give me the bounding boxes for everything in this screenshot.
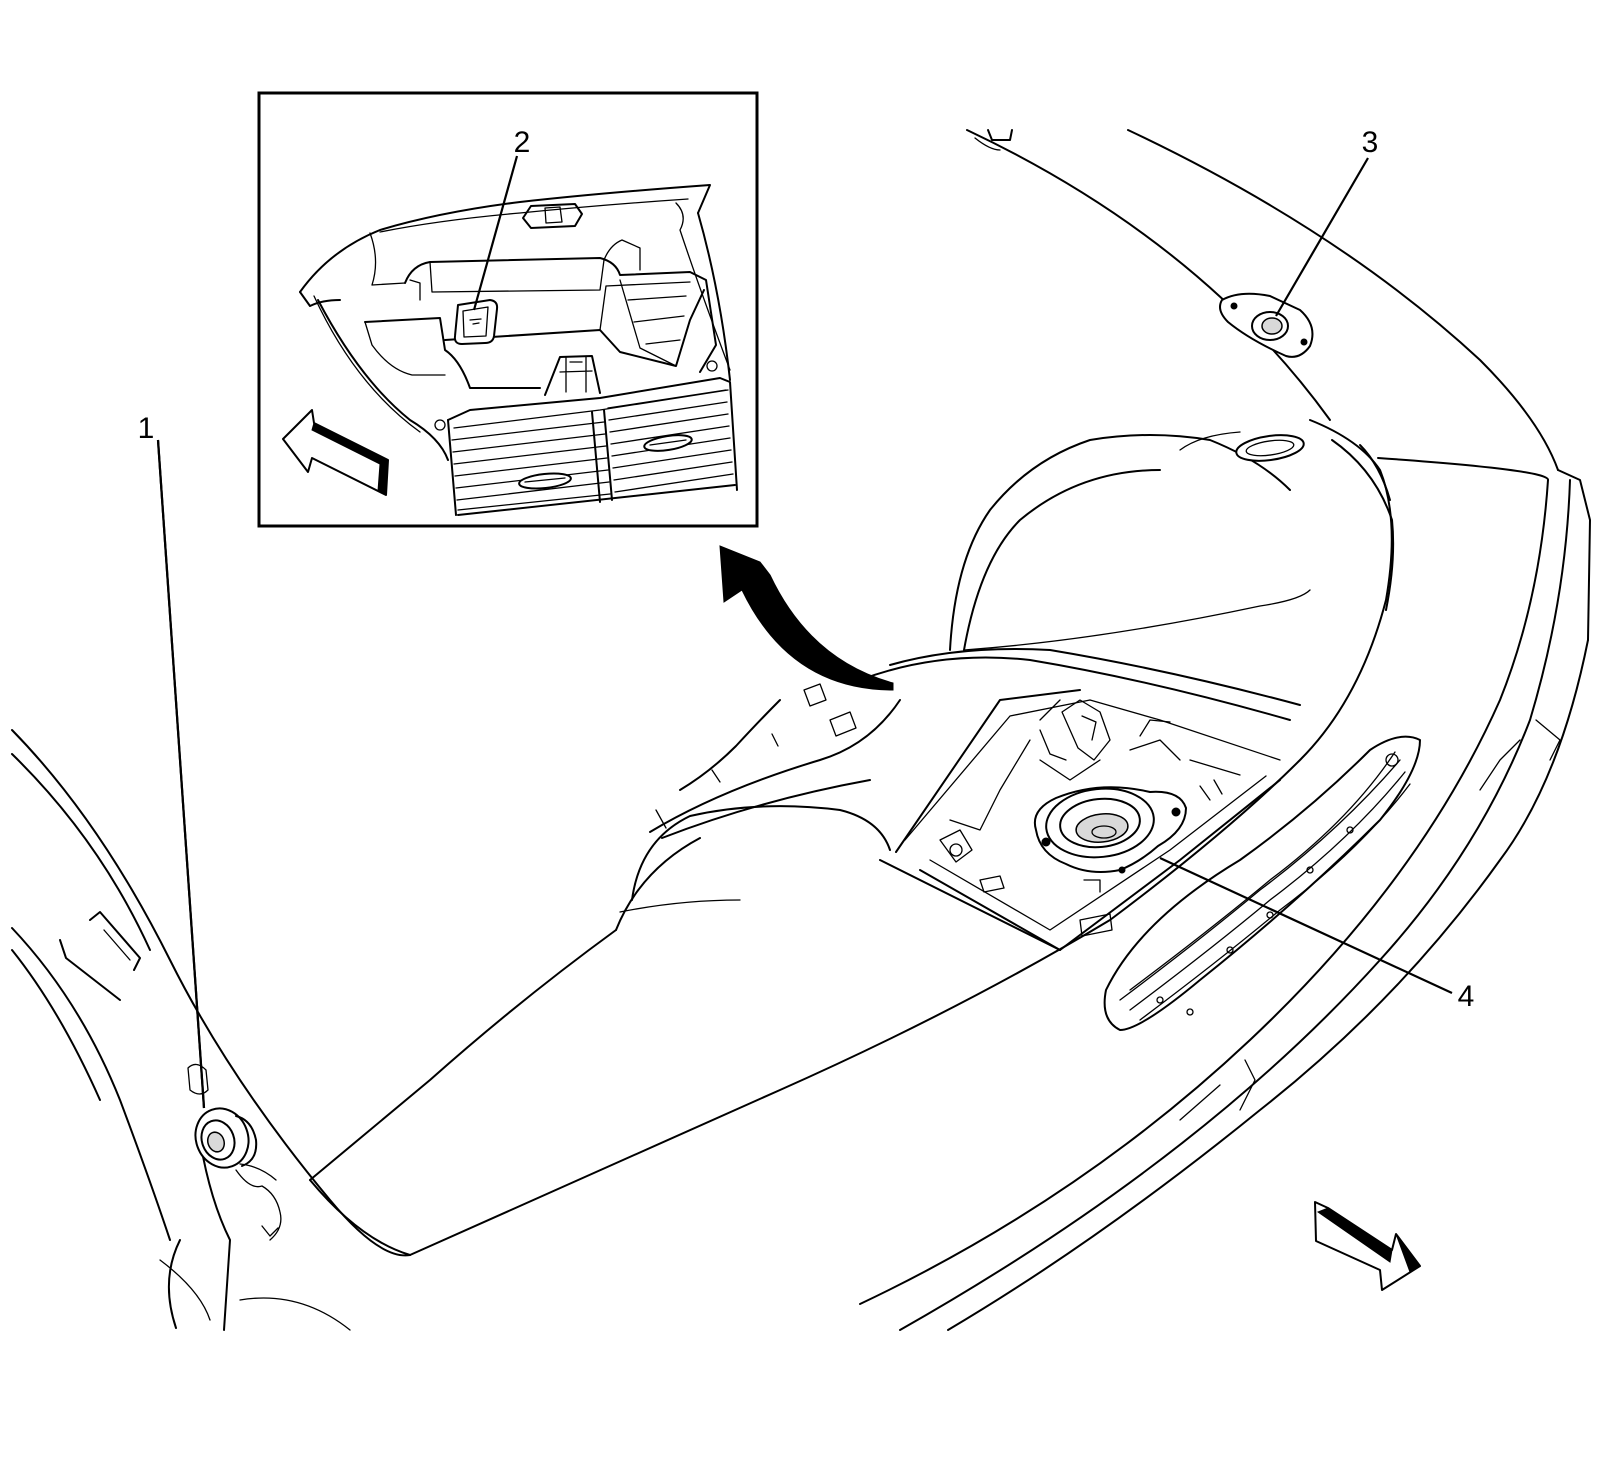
instrument-panel <box>309 292 1549 1256</box>
detail-inset <box>257 91 759 528</box>
left-vent-louvres <box>451 409 613 511</box>
component-4-speaker <box>1034 786 1187 874</box>
component-3-tweeter <box>1219 292 1314 358</box>
right-vent-louvres <box>607 389 734 493</box>
inset-direction-arrow <box>282 409 389 496</box>
left-pillar-area <box>11 729 411 1331</box>
leader-line-4 <box>1159 857 1453 994</box>
leader-line-1b <box>156 439 206 1109</box>
leader-line-3 <box>1275 157 1369 317</box>
removal-arrow <box>719 545 894 691</box>
leader-line-2 <box>472 155 519 311</box>
component-1-tweeter <box>194 1107 258 1169</box>
callout-1: 1 <box>138 412 155 445</box>
front-direction-arrow <box>1314 1201 1421 1291</box>
windshield-and-body <box>859 129 1591 1331</box>
callout-3: 3 <box>1362 126 1379 159</box>
side-vent <box>1103 735 1421 1031</box>
callout-4: 4 <box>1458 980 1475 1013</box>
callout-2: 2 <box>514 126 531 159</box>
